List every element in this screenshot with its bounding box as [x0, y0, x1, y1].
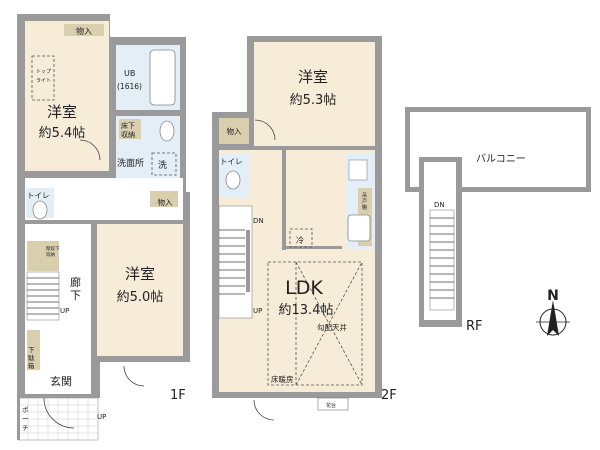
label-fridge: 冷 [296, 235, 304, 245]
label-ldk: LDK [285, 277, 323, 299]
label-room-name: 洋室 [47, 103, 77, 121]
label-shoe-box-2: 駄 [28, 353, 35, 362]
bedroom-5-3 [254, 42, 375, 146]
toilet-icon-2f [225, 170, 241, 190]
label-sloped-ceiling: 勾配天井 [317, 322, 347, 332]
label-washroom: 洗面所 [117, 157, 144, 169]
floor-1f: 物入 トップ ライト 洋室 約5.4帖 UB (1616) 床下 収納 洗面所 … [17, 14, 190, 441]
label-toilet: トイレ [27, 191, 50, 200]
floor-label-2f: 2F [381, 388, 397, 403]
label-room-size-b: 約5.0帖 [117, 290, 164, 305]
under-stair-storage [27, 241, 59, 271]
label-stair-dn: DN [253, 217, 264, 225]
bathtub-icon [149, 49, 176, 106]
label-stair-dn-rf: DN [434, 201, 445, 209]
label-stair-up: UP [60, 307, 69, 315]
label-toilet-2f: トイレ [220, 157, 243, 166]
label-porch-3: チ [22, 424, 29, 432]
label-closet-2f: 物入 [227, 126, 242, 136]
label-stair-up-2f: UP [253, 307, 262, 315]
floor-label-1f: 1F [170, 388, 186, 403]
label-closet-b: 物入 [158, 197, 173, 207]
label-room-name-b: 洋室 [125, 265, 155, 283]
label-room-size-2f: 約5.3帖 [290, 93, 337, 108]
label-wall-cabinet-3: 棚 [362, 204, 367, 211]
sloped-ceiling-area [267, 261, 363, 386]
shoe-box [27, 330, 40, 370]
label-porch-up: UP [97, 413, 106, 421]
door-2f-bedroom[interactable] [254, 119, 276, 141]
sink-icon [159, 120, 175, 142]
label-floor-heating: 床暖房 [271, 374, 294, 384]
label-shoe-box-3: 箱 [28, 361, 35, 370]
door-bedroom-b[interactable] [123, 365, 145, 387]
bedroom-5-4 [25, 21, 109, 171]
label-wall-cabinet: 吊 [362, 193, 367, 199]
north-compass-icon: N [536, 288, 570, 336]
stairs-1f [26, 271, 60, 321]
fridge-space [289, 228, 313, 248]
label-bath-size: (1616) [117, 82, 142, 91]
entrance-door[interactable] [43, 397, 75, 429]
closet-1f-b [150, 191, 178, 207]
label-washer: 洗 [158, 159, 167, 171]
door-bedroom-a[interactable] [79, 139, 101, 161]
stove-icon [348, 159, 368, 181]
bedroom-5-0 [97, 224, 183, 356]
door-2f-balcony[interactable] [253, 399, 275, 421]
floor-label-rf: RF [466, 319, 483, 334]
stairs-rf [429, 209, 455, 311]
underfloor-storage [119, 119, 141, 139]
label-corridor-2: 下 [70, 289, 81, 302]
label-room-name-2f: 洋室 [298, 68, 328, 86]
label-bath: UB [124, 69, 135, 78]
label-entrance: 玄関 [50, 374, 72, 388]
label-flower-stand: 花台 [326, 402, 336, 409]
label-skylight: トップ [36, 69, 51, 75]
label-wall-cabinet-2: 戸 [362, 199, 367, 205]
label-room-size: 約5.4帖 [39, 126, 86, 141]
label-ldk-size: 約13.4帖 [279, 303, 334, 318]
label-underfloor: 床下 [121, 121, 135, 130]
floor-rf: バルコニー DN RF [405, 107, 591, 334]
flower-stand [317, 397, 349, 411]
label-underfloor-2: 収納 [121, 130, 135, 139]
toilet-icon [32, 200, 48, 220]
label-closet: 物入 [76, 26, 92, 36]
closet-1f-a [64, 24, 104, 36]
floor-2f: 洋室 約5.3帖 物入 トイレ DN UP 冷 吊 戸 棚 LDK 約13.4帖… [212, 36, 397, 421]
skylight [31, 55, 55, 101]
compass-label: N [547, 288, 559, 304]
label-under-stair: 階段下 [46, 245, 60, 252]
label-under-stair-2: 収納 [46, 251, 55, 258]
closet-2f [219, 118, 249, 144]
label-porch: ポ [22, 406, 29, 414]
stairs-2f [218, 205, 253, 319]
label-corridor: 廊 [70, 275, 81, 289]
label-shoe-box: 下 [28, 346, 35, 354]
washer-space [151, 152, 177, 176]
kitchen-sink-icon [347, 214, 371, 242]
label-skylight-2: ライト [36, 78, 51, 84]
label-balcony: バルコニー [476, 153, 526, 165]
label-porch-2: ー [22, 415, 29, 423]
